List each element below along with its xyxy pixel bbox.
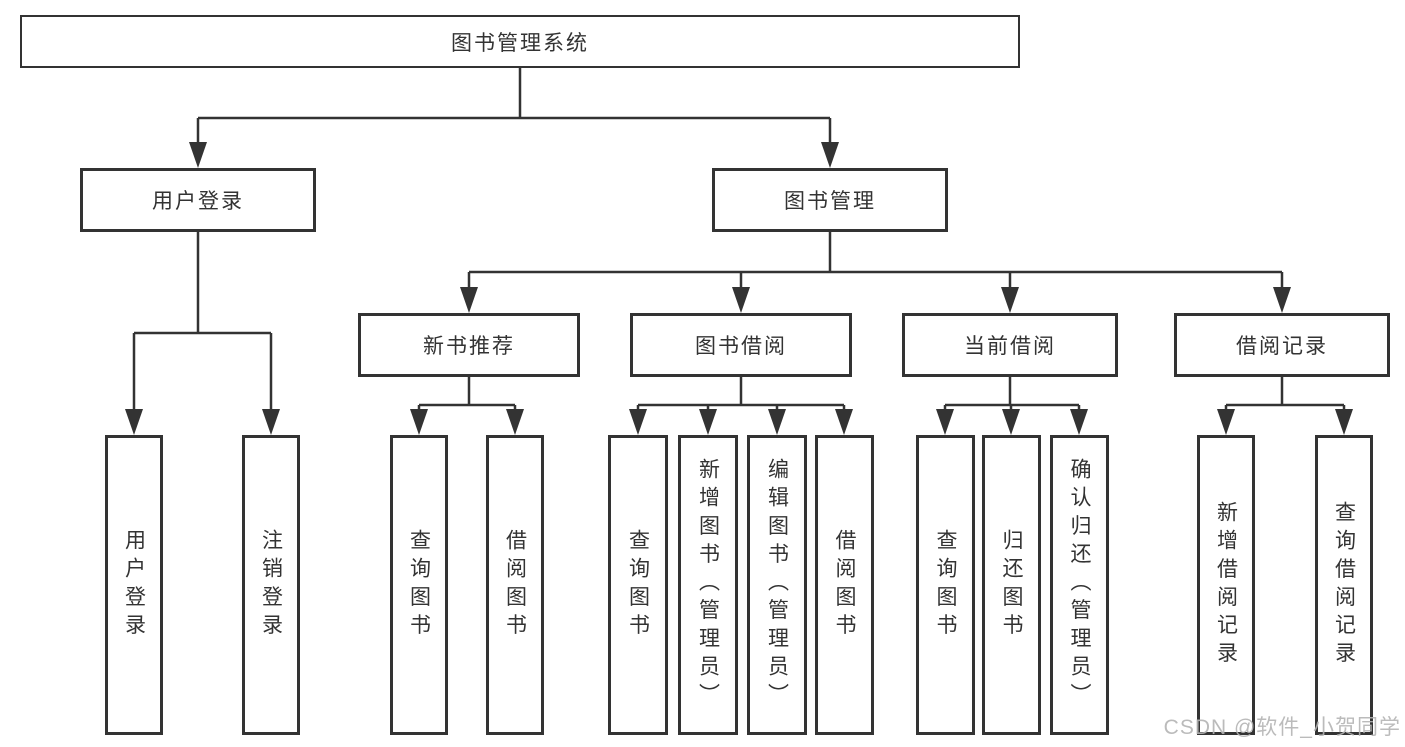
- leaf-query-borrow-record-label: 查询借阅记录: [1332, 500, 1356, 670]
- leaf-query-books-recommend: 查询图书: [390, 435, 448, 735]
- leaf-query-borrow-record: 查询借阅记录: [1315, 435, 1373, 735]
- leaf-borrow-books-recommend-label: 借阅图书: [503, 528, 527, 642]
- node-new-book-recommend: 新书推荐: [358, 313, 580, 377]
- connector-book-management: [467, 230, 1284, 291]
- node-borrow-records: 借阅记录: [1174, 313, 1390, 377]
- leaf-logout: 注销登录: [242, 435, 300, 735]
- leaf-confirm-return-admin-label: 确认归还（管理员）: [1068, 458, 1091, 712]
- node-root: 图书管理系统: [20, 15, 1020, 68]
- node-user-login-label: 用户登录: [152, 190, 244, 213]
- node-book-management-label: 图书管理: [784, 190, 876, 213]
- node-new-book-recommend-label: 新书推荐: [423, 335, 515, 358]
- node-current-borrow: 当前借阅: [902, 313, 1118, 377]
- leaf-query-books-borrow-label: 查询图书: [626, 528, 650, 642]
- node-user-login: 用户登录: [80, 168, 316, 232]
- node-current-borrow-label: 当前借阅: [964, 335, 1056, 358]
- node-book-management: 图书管理: [712, 168, 948, 232]
- connector-current-borrow: [943, 375, 1081, 413]
- arrowheads: [125, 142, 1353, 435]
- leaf-add-borrow-record: 新增借阅记录: [1197, 435, 1255, 735]
- connector-borrow-records: [1224, 375, 1346, 413]
- leaf-borrow-books-label: 借阅图书: [833, 528, 856, 642]
- connector-book-borrow: [636, 375, 846, 413]
- node-book-borrow: 图书借阅: [630, 313, 852, 377]
- leaf-borrow-books-recommend: 借阅图书: [486, 435, 544, 735]
- leaf-edit-book-admin-label: 编辑图书（管理员）: [765, 458, 789, 712]
- leaf-edit-book-admin: 编辑图书（管理员）: [747, 435, 807, 735]
- leaf-return-book-label: 归还图书: [1000, 528, 1023, 642]
- leaf-query-books-current-label: 查询图书: [934, 528, 957, 642]
- node-book-borrow-label: 图书借阅: [695, 335, 787, 358]
- leaf-add-book-admin-label: 新增图书（管理员）: [696, 458, 720, 712]
- connector-new-book: [417, 375, 517, 413]
- node-root-label: 图书管理系统: [451, 31, 589, 55]
- leaf-user-login-label: 用户登录: [122, 528, 146, 642]
- leaf-user-login: 用户登录: [105, 435, 163, 735]
- leaf-add-borrow-record-label: 新增借阅记录: [1214, 500, 1238, 670]
- watermark: CSDN @软件_小贺同学: [1163, 716, 1401, 739]
- leaf-logout-label: 注销登录: [259, 528, 283, 642]
- leaf-add-book-admin: 新增图书（管理员）: [678, 435, 738, 735]
- leaf-confirm-return-admin: 确认归还（管理员）: [1050, 435, 1109, 735]
- leaf-query-books-borrow: 查询图书: [608, 435, 668, 735]
- connector-root: [196, 66, 832, 146]
- connector-user-login: [132, 230, 273, 413]
- node-borrow-records-label: 借阅记录: [1236, 335, 1328, 358]
- leaf-return-book: 归还图书: [982, 435, 1041, 735]
- leaf-query-books-current: 查询图书: [916, 435, 975, 735]
- leaf-query-books-recommend-label: 查询图书: [407, 528, 431, 642]
- leaf-borrow-books: 借阅图书: [815, 435, 874, 735]
